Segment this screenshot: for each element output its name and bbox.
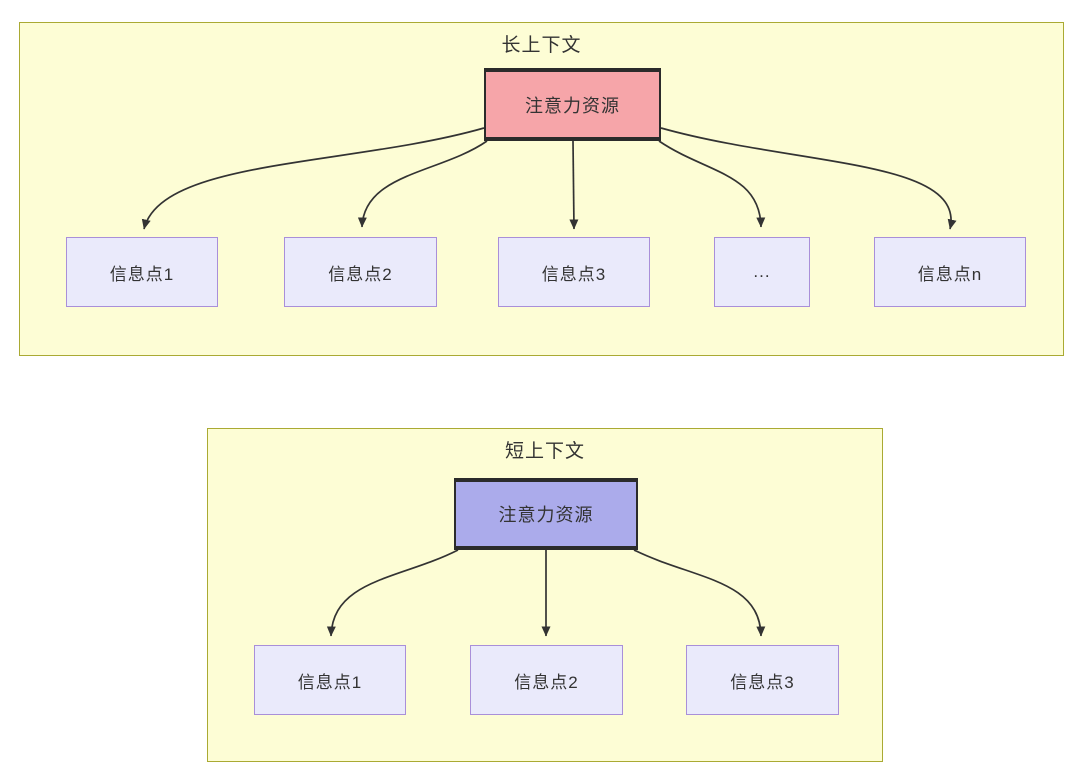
attention-resource-label: 注意力资源 xyxy=(498,505,594,525)
attention-resource-node-long: 注意力资源 xyxy=(484,68,661,141)
long-context-title: 长上下文 xyxy=(501,35,582,56)
arrow-long-to-ellipsis xyxy=(658,140,766,228)
info-point-label: 信息点3 xyxy=(730,672,795,692)
info-point-label: 信息点2 xyxy=(514,672,579,692)
arrow-long-to-infon xyxy=(660,127,957,230)
info-point-label: ... xyxy=(753,262,771,281)
arrow-long-to-info2 xyxy=(357,140,488,228)
info-point-label: 信息点1 xyxy=(109,264,175,284)
info-point-label: 信息点2 xyxy=(328,264,393,284)
info-point-label: 信息点3 xyxy=(541,264,607,284)
attention-resource-node-short: 注意力资源 xyxy=(454,478,638,550)
info-point-node-3-long: 信息点3 xyxy=(498,237,650,307)
info-point-node-1-long: 信息点1 xyxy=(66,237,218,307)
info-point-label: 信息点n xyxy=(917,264,983,284)
arrow-short-to-info3 xyxy=(633,549,766,637)
info-point-node-2-short: 信息点2 xyxy=(470,645,623,715)
info-point-node-1-short: 信息点1 xyxy=(254,645,406,715)
info-point-label: 信息点1 xyxy=(297,672,363,692)
info-point-node-3-short: 信息点3 xyxy=(686,645,839,715)
info-point-node-2-long: 信息点2 xyxy=(284,237,437,307)
info-point-node-n-long: 信息点n xyxy=(874,237,1026,307)
long-context-subgraph: 长上下文 注意力资源 信息点1 信息点2 信息点3 xyxy=(19,22,1064,356)
arrow-long-to-info3 xyxy=(569,140,579,230)
short-context-title: 短上下文 xyxy=(504,441,585,462)
info-point-node-ellipsis-long: ... xyxy=(714,237,810,307)
short-context-subgraph: 短上下文 注意力资源 信息点1 信息点2 信息点3 xyxy=(207,428,883,762)
arrow-short-to-info1 xyxy=(326,549,459,637)
arrow-long-to-info1 xyxy=(141,127,485,230)
attention-resource-label: 注意力资源 xyxy=(525,95,620,116)
